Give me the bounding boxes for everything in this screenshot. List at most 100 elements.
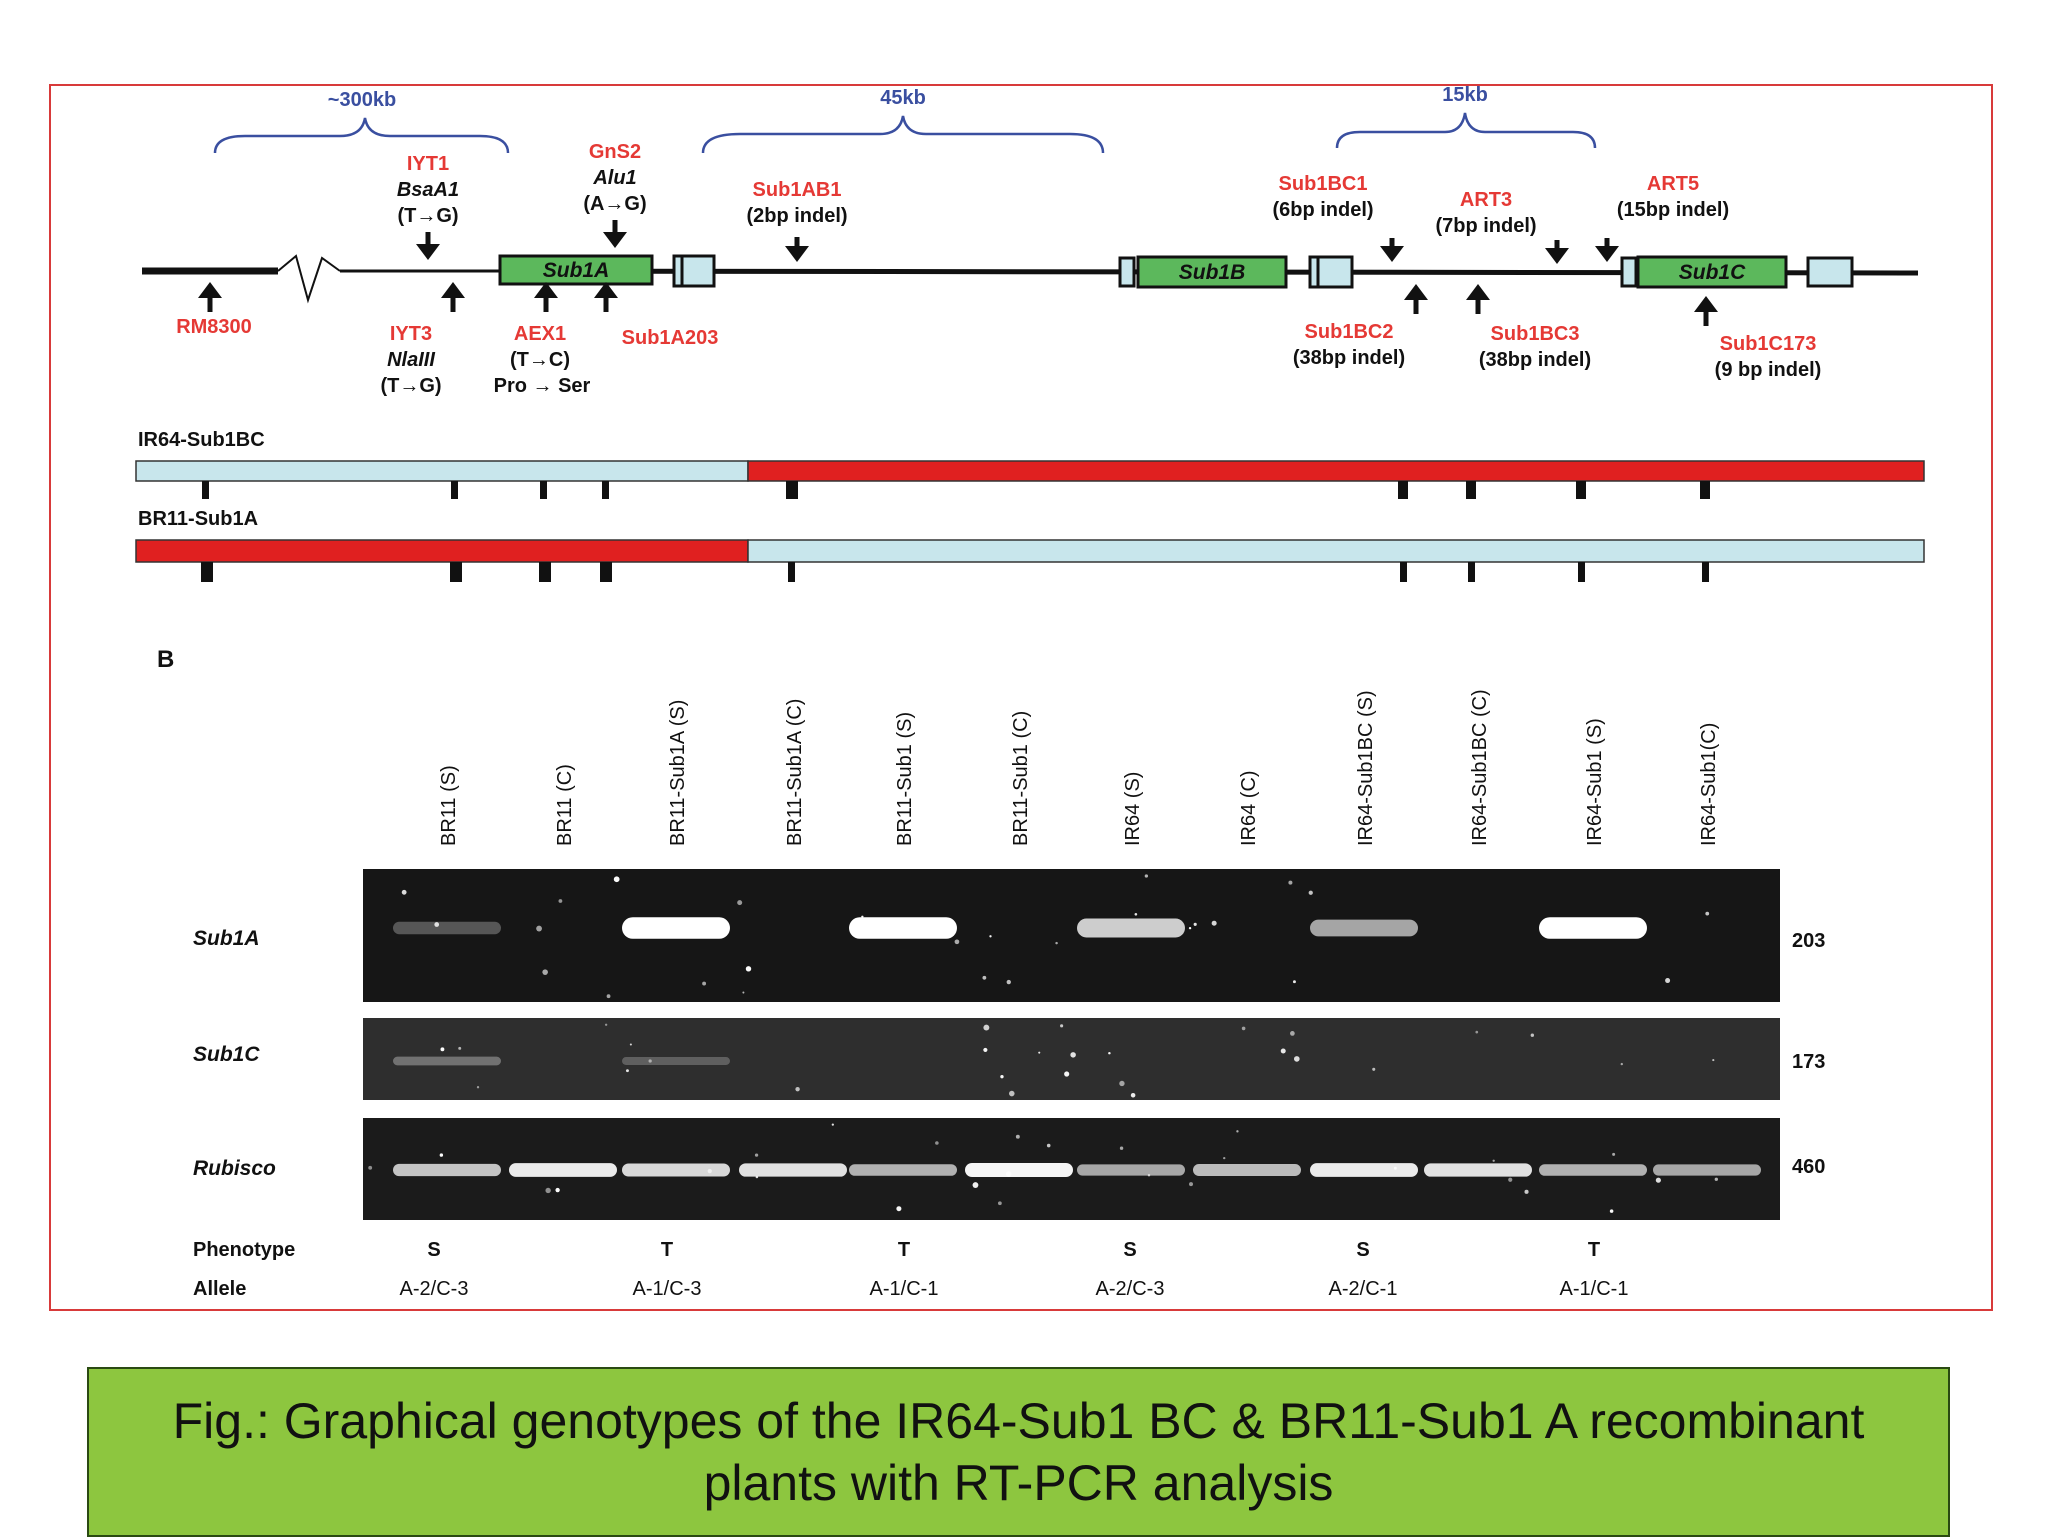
- svg-text:Sub1BC1: Sub1BC1: [1279, 173, 1368, 195]
- gel-band: [393, 1163, 501, 1177]
- genotype-ticks-ir64: [202, 481, 1710, 499]
- gel-specks: [368, 874, 1718, 1213]
- gel-speck: [1046, 1143, 1051, 1148]
- gel-band: [622, 1163, 730, 1177]
- marker-label-sub1bc1: Sub1BC1 (6bp indel): [1272, 173, 1373, 221]
- svg-text:Alu1: Alu1: [592, 167, 636, 189]
- span-brace-15kb: [1335, 112, 1597, 149]
- gene-sub1b-box: [1136, 255, 1288, 289]
- gel-band: [1539, 917, 1647, 939]
- svg-text:(7bp indel): (7bp indel): [1435, 215, 1536, 237]
- gel-speck: [954, 939, 960, 945]
- gel-speck: [754, 1153, 759, 1157]
- gel-speck: [742, 991, 745, 994]
- allele-value: A-2/C-3: [1096, 1278, 1165, 1300]
- svg-text:(38bp indel): (38bp indel): [1293, 347, 1405, 369]
- gel-speck: [1712, 1058, 1715, 1062]
- gene-sub1c-label: Sub1C: [1679, 261, 1746, 284]
- size-label-173: 173: [1792, 1051, 1825, 1073]
- lane-labels: BR11 (S)BR11 (C)BR11-Sub1A (S)BR11-Sub1A…: [438, 689, 1720, 846]
- gel-band: [965, 1162, 1073, 1178]
- svg-text:IYT1: IYT1: [407, 153, 449, 175]
- gene-sub1a-label: Sub1A: [543, 259, 610, 282]
- gel-speck: [439, 1153, 444, 1157]
- gel-speck: [896, 1206, 902, 1212]
- gel-speck: [745, 966, 752, 972]
- allele-value: A-1/C-1: [1560, 1278, 1629, 1300]
- gel-band: [393, 1056, 501, 1066]
- gel-speck: [458, 1046, 462, 1050]
- gel-speck: [1211, 920, 1217, 926]
- lane-label: IR64-Sub1 (S): [1584, 718, 1606, 846]
- gene-sub1c-box: [1636, 255, 1788, 289]
- gel-speck: [1492, 1159, 1495, 1162]
- span-label-300kb: ~300kb: [328, 89, 396, 111]
- gel-band: [1077, 1164, 1185, 1176]
- allele-value: A-1/C-1: [870, 1278, 939, 1300]
- svg-text:Sub1BC3: Sub1BC3: [1491, 323, 1580, 345]
- gel-band: [1193, 1164, 1301, 1176]
- allele-row-label: Allele: [193, 1278, 246, 1300]
- caption-line-1: Fig.: Graphical genotypes of the IR64-Su…: [172, 1393, 1865, 1449]
- gel-speck: [737, 900, 743, 906]
- panel-label-b: B: [157, 646, 174, 673]
- gel-speck: [1108, 1051, 1111, 1055]
- gel-speck: [1372, 1067, 1376, 1071]
- gel-speck: [1060, 1024, 1064, 1028]
- group-labels: SA-2/C-3TA-1/C-3TA-1/C-1SA-2/C-3SA-2/C-1…: [400, 1239, 1629, 1300]
- row-label-sub1a: Sub1A: [193, 927, 260, 950]
- lane-label: BR11 (S): [438, 765, 460, 846]
- gene-sub1b-label: Sub1B: [1179, 261, 1246, 284]
- phenotype-value: S: [1123, 1239, 1136, 1261]
- lane-label: BR11-Sub1 (C): [1010, 711, 1032, 846]
- gene-sub1a-box: [498, 254, 654, 286]
- gel-speck: [1000, 1075, 1004, 1079]
- lane-label: BR11-Sub1A (C): [784, 699, 806, 846]
- gel-speck: [989, 935, 992, 938]
- gene-sub1b-flank-left: [1118, 256, 1136, 288]
- gel-speck: [1655, 1177, 1661, 1183]
- gel-speck: [629, 1043, 632, 1046]
- size-label-460: 460: [1792, 1156, 1825, 1178]
- marker-label-sub1ab1: Sub1AB1 (2bp indel): [746, 179, 847, 227]
- marker-label-iyt3: IYT3 NlaIII (T→G): [380, 323, 441, 397]
- gel-speck: [1189, 1182, 1193, 1187]
- physical-map: ~300kb 45kb 15kb Sub1A Sub1B Sub1C: [142, 84, 1919, 397]
- marker-arrows-below: [198, 282, 1718, 326]
- svg-text:NlaIII: NlaIII: [387, 349, 435, 371]
- gel-speck: [1236, 1130, 1239, 1133]
- lane-label: IR64 (S): [1122, 772, 1144, 846]
- gel-speck: [983, 1047, 988, 1052]
- gel-speck: [434, 922, 440, 927]
- gel-speck: [1293, 1056, 1300, 1062]
- gel-speck: [795, 1086, 800, 1092]
- gel-speck: [1038, 1051, 1041, 1054]
- gel-speck: [1070, 1052, 1076, 1058]
- svg-text:(38bp indel): (38bp indel): [1479, 349, 1591, 371]
- gel-speck: [558, 899, 563, 903]
- phenotype-value: T: [661, 1239, 673, 1261]
- gel-speck: [613, 876, 620, 883]
- chromosome-break: [277, 254, 341, 304]
- gel-speck: [668, 919, 674, 925]
- genotype-bar-ir64-left: [135, 460, 749, 482]
- svg-text:(9 bp indel): (9 bp indel): [1715, 359, 1822, 381]
- gel-speck: [440, 1047, 445, 1052]
- svg-text:RM8300: RM8300: [176, 316, 252, 338]
- gel-bands: [393, 917, 1761, 1178]
- svg-text:Sub1C173: Sub1C173: [1720, 333, 1817, 355]
- marker-label-sub1c173: Sub1C173 (9 bp indel): [1715, 333, 1822, 381]
- marker-label-rm8300: RM8300: [176, 316, 252, 338]
- gel-speck: [476, 1086, 480, 1089]
- gene-sub1b-flank-right: [1308, 255, 1354, 289]
- marker-label-sub1bc2: Sub1BC2 (38bp indel): [1293, 321, 1405, 369]
- gel-speck: [1119, 1080, 1125, 1087]
- gel-band: [1310, 1163, 1418, 1177]
- marker-arrows-above: [416, 220, 1619, 264]
- gene-sub1a-flank: [672, 254, 716, 288]
- gel-speck: [1665, 978, 1671, 984]
- size-label-203: 203: [1792, 930, 1825, 952]
- gel-band: [1653, 1164, 1761, 1176]
- allele-value: A-2/C-1: [1329, 1278, 1398, 1300]
